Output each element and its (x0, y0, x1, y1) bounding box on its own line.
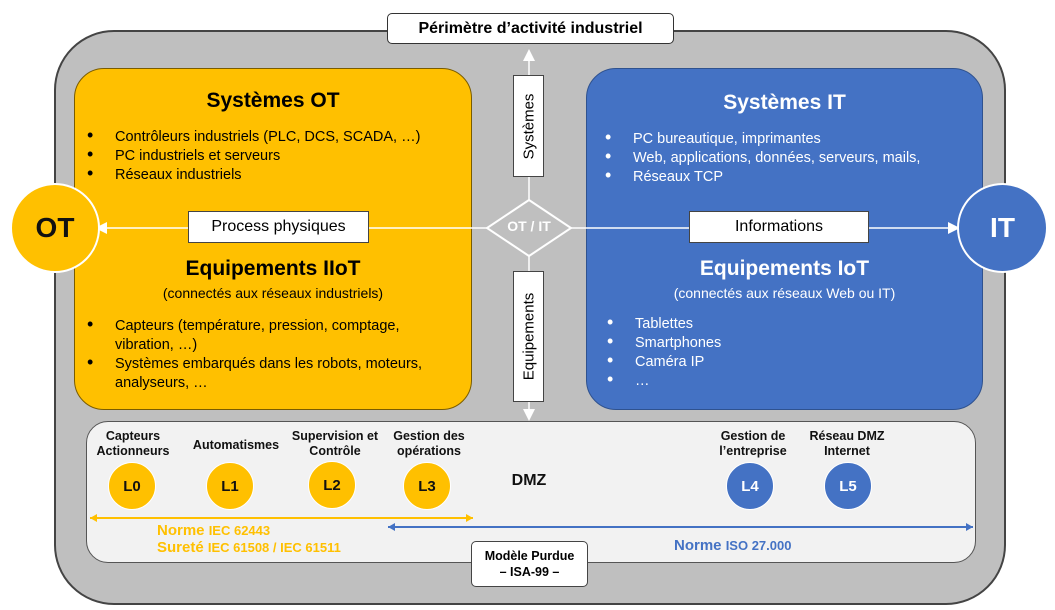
level-label-l4: Gestion de l’entreprise (719, 429, 787, 458)
level-label-l5: Réseau DMZ Internet (809, 429, 885, 458)
list-item: Smartphones (595, 332, 975, 353)
ot-systems-title: Systèmes OT (206, 89, 340, 112)
level-l1: L1 (206, 462, 254, 510)
list-item: Réseaux TCP (593, 166, 978, 187)
level-l2: L2 (308, 461, 356, 509)
ot-it-diamond (485, 198, 573, 258)
it-systems-list: PC bureautique, imprimantes Web, applica… (593, 128, 978, 187)
list-item: Tablettes (595, 313, 975, 334)
level-l5: L5 (824, 462, 872, 510)
ot-norm-code: IEC 62443 (208, 523, 271, 538)
level-l0: L0 (108, 462, 156, 510)
it-equip-title: Equipements IoT (699, 257, 870, 280)
it-norm-code: ISO 27.000 (725, 538, 792, 553)
level-l3: L3 (403, 462, 451, 510)
list-item: Systèmes embarqués dans les robots, mote… (75, 353, 460, 393)
list-item: Web, applications, données, serveurs, ma… (593, 147, 978, 168)
ot-systems-list: Contrôleurs industriels (PLC, DCS, SCADA… (75, 126, 465, 185)
ot-equip-list: Capteurs (température, pression, comptag… (75, 315, 460, 393)
list-item: Capteurs (température, pression, comptag… (75, 315, 460, 355)
perimeter-title: Périmètre d’activité industriel (387, 13, 674, 44)
it-equip-subtitle: (connectés aux réseaux Web ou IT) (673, 285, 896, 301)
purdue-model-standard: – ISA-99 – (499, 565, 560, 579)
level-label-l3: Gestion des opérations (393, 429, 465, 458)
level-label-l1: Automatismes (192, 438, 280, 452)
ot-equip-title: Equipements IIoT (185, 257, 361, 280)
it-circle: IT (957, 183, 1048, 273)
ot-norm-label: Norme (157, 522, 205, 539)
list-item: PC bureautique, imprimantes (593, 128, 978, 149)
list-item: Caméra IP (595, 351, 975, 372)
list-item: … (595, 370, 975, 391)
ot-norm: Norme IEC 62443 Sureté IEC 61508 / IEC 6… (157, 522, 341, 556)
list-item: PC industriels et serveurs (75, 145, 465, 166)
equipements-label-box: Equipements (513, 271, 544, 402)
level-label-l0: Capteurs Actionneurs (96, 429, 170, 458)
level-l4: L4 (726, 462, 774, 510)
ot-circle: OT (10, 183, 100, 273)
level-label-l2: Supervision et Contrôle (291, 429, 379, 458)
dmz-label: DMZ (511, 472, 547, 489)
process-physiques-box: Process physiques (188, 211, 369, 243)
informations-box: Informations (689, 211, 869, 243)
ot-safety-code: IEC 61508 / IEC 61511 (207, 540, 341, 555)
it-equip-list: Tablettes Smartphones Caméra IP … (595, 313, 975, 391)
systemes-label-box: Systèmes (513, 75, 544, 177)
ot-safety-label: Sureté (157, 539, 204, 556)
it-systems-title: Systèmes IT (723, 91, 846, 114)
list-item: Réseaux industriels (75, 164, 465, 185)
list-item: Contrôleurs industriels (PLC, DCS, SCADA… (75, 126, 465, 147)
it-norm: Norme ISO 27.000 (674, 537, 791, 554)
purdue-model-box: Modèle Purdue – ISA-99 – (471, 541, 588, 587)
ot-it-label: OT / IT (507, 218, 551, 234)
it-norm-label: Norme (674, 537, 722, 554)
ot-equip-subtitle: (connectés aux réseaux industriels) (162, 285, 384, 301)
purdue-model-title: Modèle Purdue (484, 549, 575, 563)
